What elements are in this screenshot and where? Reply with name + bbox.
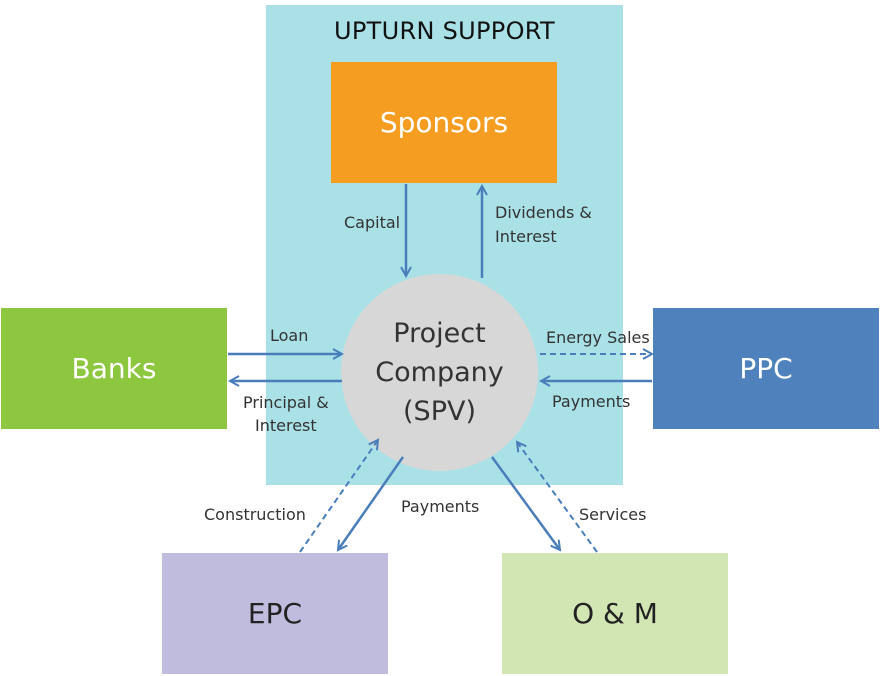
services-label: Services	[579, 505, 647, 524]
sponsors-label: Sponsors	[379, 106, 509, 139]
ppc-label: PPC	[739, 352, 793, 385]
project-company-circle: Project Company (SPV)	[341, 274, 538, 471]
region-title: UPTURN SUPPORT	[334, 17, 555, 45]
dividends-label-line-2: Interest	[495, 227, 557, 246]
spv-line-2: Company	[375, 357, 504, 388]
banks-label: Banks	[71, 352, 157, 385]
construction-arrow	[299, 440, 378, 553]
epc-box: EPC	[162, 553, 388, 674]
epc-label: EPC	[247, 597, 303, 630]
sponsors-box: Sponsors	[331, 62, 557, 183]
dividends-label-line-1: Dividends &	[495, 203, 592, 222]
construction-label: Construction	[204, 505, 306, 524]
principal-label-line-2: Interest	[255, 416, 317, 435]
om-label: O & M	[572, 597, 658, 630]
loan-label: Loan	[270, 326, 309, 345]
epc-payments-label: Payments	[401, 497, 480, 516]
principal-label-line-1: Principal &	[243, 393, 329, 412]
epc-payments-arrow	[338, 456, 405, 550]
ppc-payments-label: Payments	[552, 392, 631, 411]
banks-box: Banks	[1, 308, 227, 429]
spv-line-1: Project	[393, 318, 486, 349]
services-arrow	[517, 442, 598, 553]
om-box: O & M	[502, 553, 728, 674]
capital-label: Capital	[344, 213, 401, 232]
energy-sales-label: Energy Sales	[546, 328, 650, 347]
om-payments-arrow	[490, 456, 560, 550]
ppc-box: PPC	[653, 308, 879, 429]
spv-line-3: (SPV)	[403, 396, 476, 427]
